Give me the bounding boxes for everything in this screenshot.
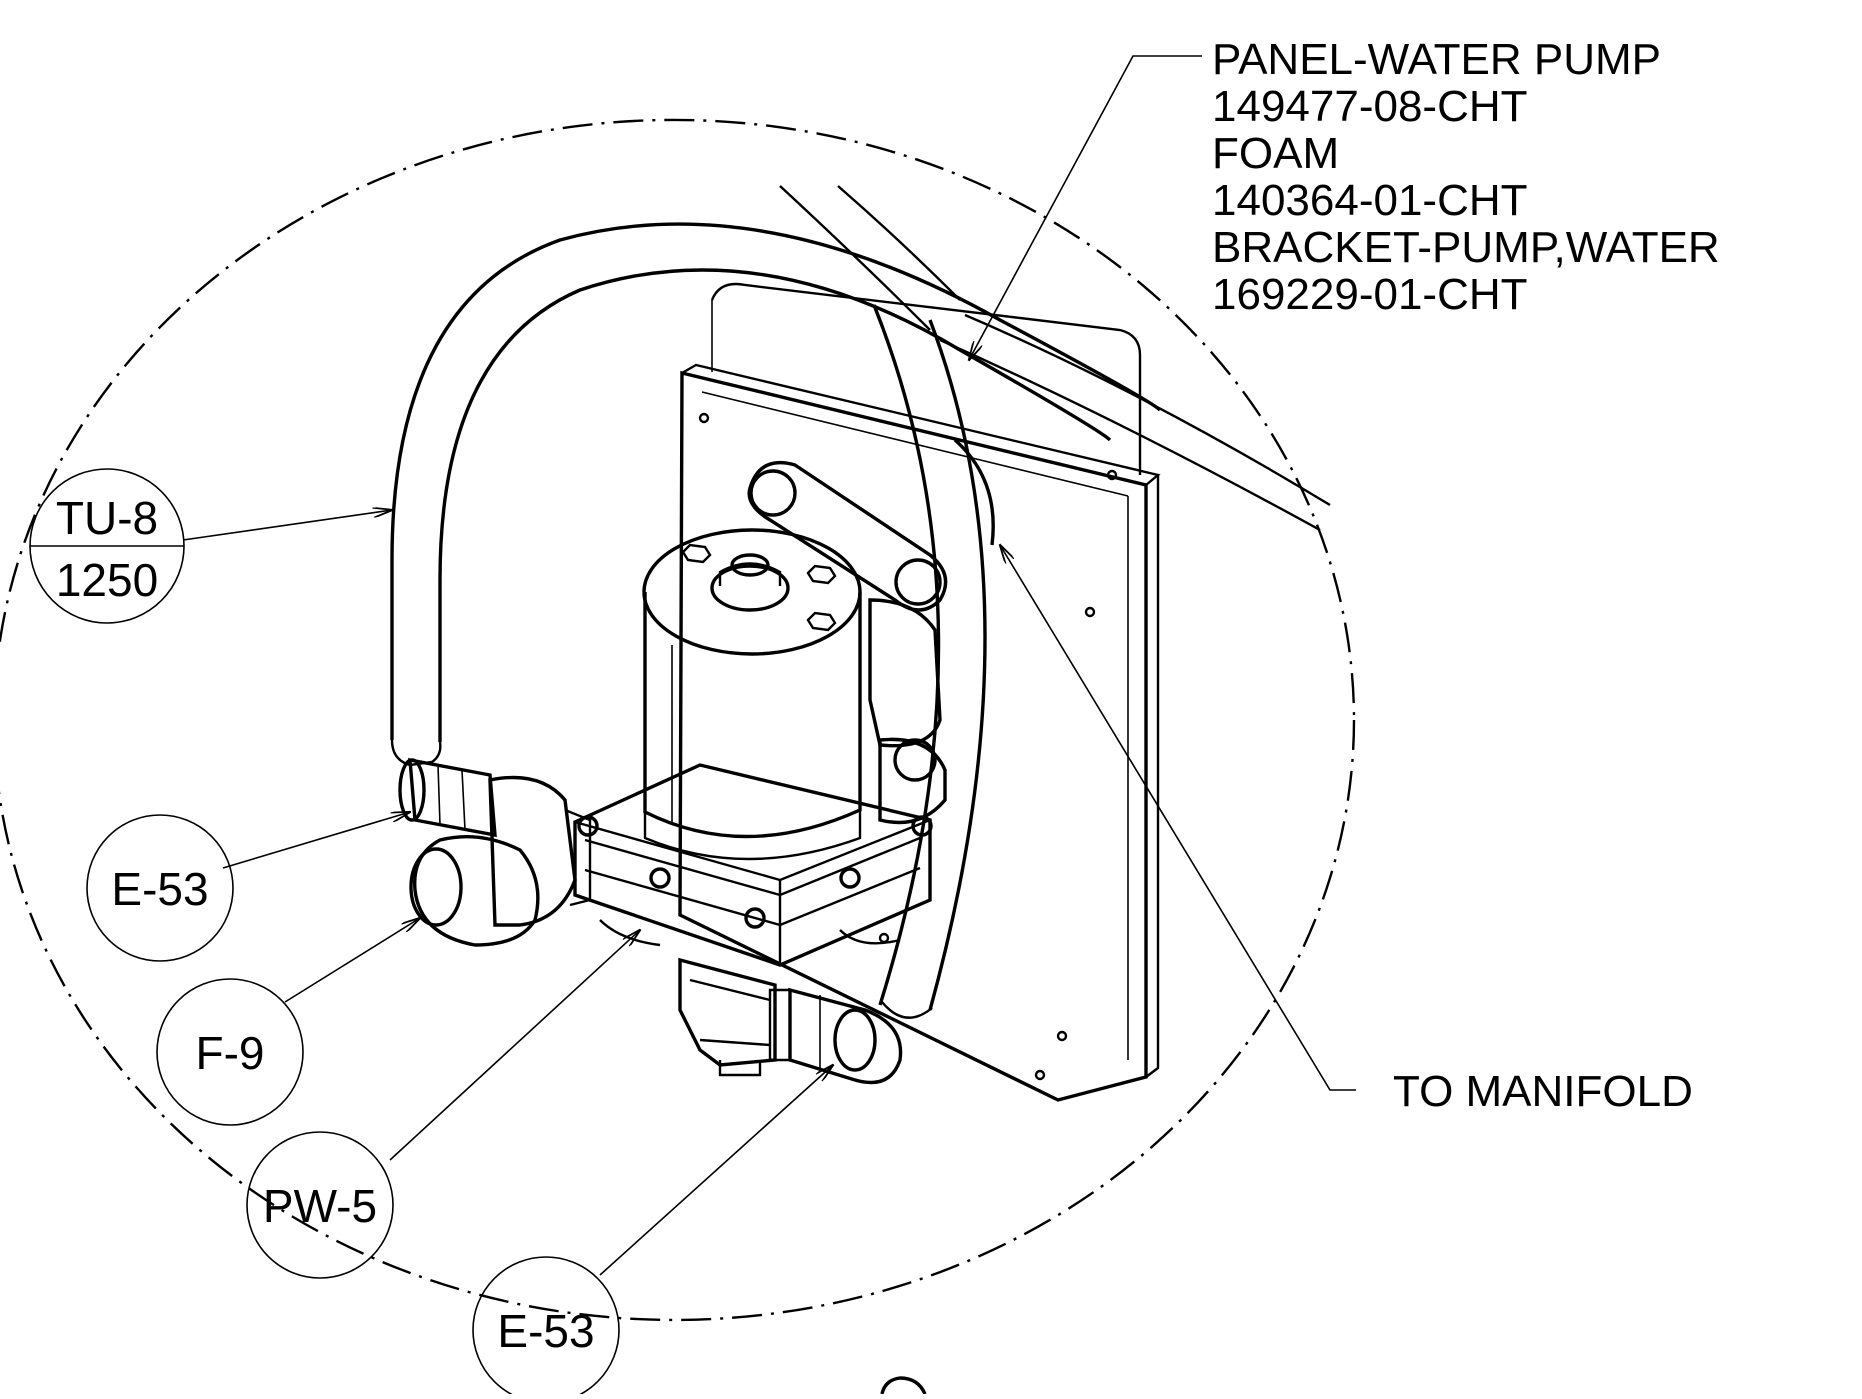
callout-tu8-top: TU-8 — [56, 492, 158, 544]
hose-to-manifold — [872, 304, 995, 1019]
lower-elbow-fitting — [768, 987, 903, 1085]
pump-motor — [642, 528, 862, 861]
to-manifold-label: TO MANIFOLD — [1393, 1067, 1693, 1116]
cropped-bottom-mark — [880, 1376, 927, 1395]
note-line-3: FOAM — [1212, 129, 1339, 178]
note-line-5: BRACKET-PUMP,WATER — [1212, 223, 1720, 272]
pump-housing — [573, 763, 933, 1077]
detail-boundary-circle — [0, 118, 1356, 1322]
note-line-2: 149477-08-CHT — [1212, 82, 1528, 131]
callout-f9: F-9 — [156, 978, 304, 1126]
foam-bracket — [710, 282, 1142, 475]
callout-tu8: TU-8 1250 — [29, 468, 185, 624]
callout-tu8-bottom: 1250 — [56, 554, 158, 606]
water-pump-panel — [678, 363, 1161, 1102]
hose-tu8 — [390, 222, 1162, 767]
callout-e53-upper: E-53 — [86, 814, 234, 962]
left-fittings — [398, 757, 592, 947]
callout-e53-upper-text: E-53 — [111, 863, 208, 915]
note-line-4: 140364-01-CHT — [1212, 176, 1528, 225]
parts-note-block: PANEL-WATER PUMP 149477-08-CHT FOAM 1403… — [1212, 35, 1720, 319]
leader-lines — [182, 55, 1356, 1276]
note-line-6: 169229-01-CHT — [1212, 270, 1528, 319]
callout-e53-lower-text: E-53 — [497, 1305, 594, 1357]
callout-f9-text: F-9 — [196, 1027, 265, 1079]
note-line-1: PANEL-WATER PUMP — [1212, 35, 1661, 84]
callout-pw5: PW-5 — [246, 1131, 394, 1279]
callout-e53-lower: E-53 — [472, 1256, 620, 1399]
pump-arms — [747, 460, 948, 825]
callout-pw5-text: PW-5 — [263, 1180, 377, 1232]
